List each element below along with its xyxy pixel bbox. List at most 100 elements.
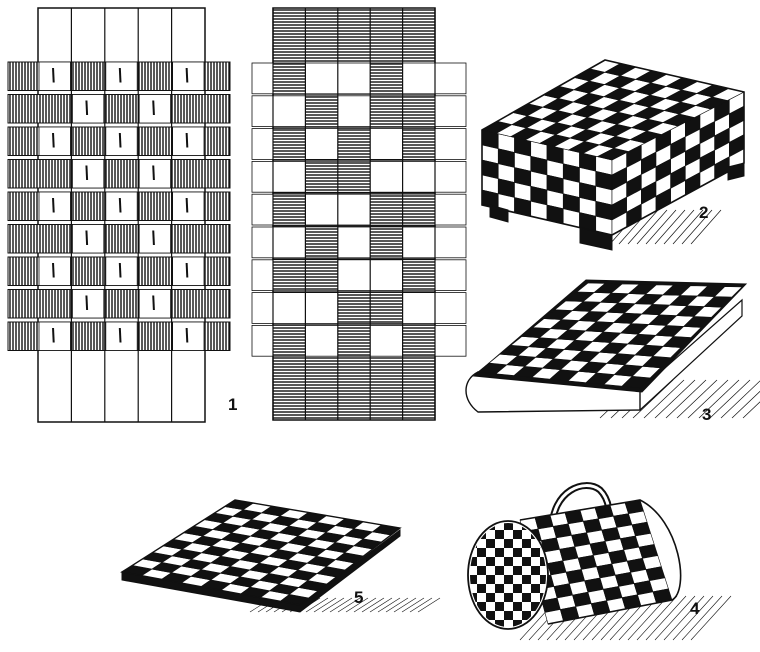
warp-over-cell xyxy=(173,62,204,91)
weave-cell xyxy=(513,566,522,575)
weft-strip xyxy=(8,160,230,189)
weave-cell xyxy=(477,548,486,557)
weave-cell xyxy=(504,575,513,584)
weave-cell xyxy=(531,548,540,557)
warp-over-cell xyxy=(39,257,70,286)
weave-cell xyxy=(486,539,495,548)
warp-over-cell xyxy=(39,62,70,91)
warp-over-cell xyxy=(273,260,305,291)
warp-over-cell xyxy=(139,160,170,189)
wood-grain xyxy=(86,296,87,311)
wood-grain xyxy=(153,101,154,116)
weave-cell xyxy=(495,566,504,575)
weave-panel-1 xyxy=(8,8,230,422)
warp-over-cell xyxy=(370,194,402,225)
warp-over-cell xyxy=(72,225,103,254)
weft-strip xyxy=(8,290,230,319)
warp-over-cell xyxy=(72,290,103,319)
warp-over-cell xyxy=(370,227,402,258)
warp-over-cell xyxy=(305,260,337,291)
weave-cell xyxy=(522,575,531,584)
warp-over-cell xyxy=(338,161,370,192)
warp-over-cell xyxy=(305,96,337,127)
wood-grain xyxy=(187,328,188,343)
warp-over-cell xyxy=(39,322,70,351)
weft-strip-light xyxy=(252,227,466,258)
wood-grain xyxy=(53,328,54,343)
warp-over-cell xyxy=(139,95,170,124)
weave-cell xyxy=(531,584,540,593)
weave-cell xyxy=(495,548,504,557)
wood-grain xyxy=(187,198,188,213)
wood-grain xyxy=(120,263,121,278)
wood-grain xyxy=(86,101,87,116)
warp-over-cell xyxy=(106,192,137,221)
weave-cell xyxy=(504,611,513,620)
warp-over-cell xyxy=(39,127,70,156)
weave-cell xyxy=(513,530,522,539)
weave-cell xyxy=(495,530,504,539)
warp-over-cell xyxy=(106,62,137,91)
wood-grain xyxy=(53,68,54,83)
weave-cell xyxy=(477,620,486,629)
warp-over-cell xyxy=(106,322,137,351)
wood-grain xyxy=(187,133,188,148)
wood-grain xyxy=(187,68,188,83)
wood-grain xyxy=(53,133,54,148)
shadow-hatch xyxy=(655,210,685,244)
weave-cell xyxy=(504,629,513,638)
warp-over-cell xyxy=(370,293,402,324)
warp-over-cell xyxy=(72,95,103,124)
warp-over-cell xyxy=(273,129,305,160)
warp-over-cell xyxy=(273,194,305,225)
wood-grain xyxy=(120,133,121,148)
warp-over-cell xyxy=(403,96,435,127)
warp-over-cell xyxy=(106,127,137,156)
weave-cell xyxy=(504,557,513,566)
weave-cell xyxy=(522,593,531,602)
weave-cell xyxy=(522,557,531,566)
weft-strip xyxy=(8,95,230,124)
weft-strip xyxy=(8,225,230,254)
warp-over-cell xyxy=(39,192,70,221)
wood-grain xyxy=(86,231,87,246)
warp-over-cell xyxy=(273,325,305,356)
weave-cell xyxy=(513,584,522,593)
weave-cell xyxy=(504,593,513,602)
wood-grain xyxy=(120,198,121,213)
warp-over-cell xyxy=(139,290,170,319)
wood-grain xyxy=(187,263,188,278)
weave-cell xyxy=(522,539,531,548)
warp-over-cell xyxy=(173,192,204,221)
weave-cell xyxy=(468,629,477,638)
shadow-hatch xyxy=(646,210,676,244)
warp-over-cell xyxy=(370,96,402,127)
warp-over-cell xyxy=(403,129,435,160)
weave-cell xyxy=(477,584,486,593)
warp-over-cell xyxy=(338,129,370,160)
weave-cell xyxy=(531,620,540,629)
warp-over-cell xyxy=(305,227,337,258)
woven-mat-illustration xyxy=(122,500,440,612)
weave-cell xyxy=(468,521,477,530)
wood-grain xyxy=(153,296,154,311)
shadow-hatch xyxy=(682,596,722,640)
wood-grain xyxy=(120,68,121,83)
weave-panel-1-dense xyxy=(252,8,466,420)
wood-grain xyxy=(153,231,154,246)
warp-over-cell xyxy=(273,63,305,94)
woven-book-cover-illustration xyxy=(466,280,760,418)
warp-over-cell xyxy=(403,260,435,291)
weave-cell xyxy=(531,566,540,575)
figure-label-2: 2 xyxy=(699,203,708,222)
weave-cell xyxy=(495,584,504,593)
warp-over-cell xyxy=(403,194,435,225)
weave-cell xyxy=(486,575,495,584)
warp-over-cell xyxy=(106,257,137,286)
figure-label-5: 5 xyxy=(354,588,363,607)
figure-label-3: 3 xyxy=(702,405,711,424)
warp-over-cell xyxy=(173,257,204,286)
weave-cell xyxy=(468,611,477,620)
weave-cell xyxy=(513,602,522,611)
shadow-hatch xyxy=(666,380,706,418)
